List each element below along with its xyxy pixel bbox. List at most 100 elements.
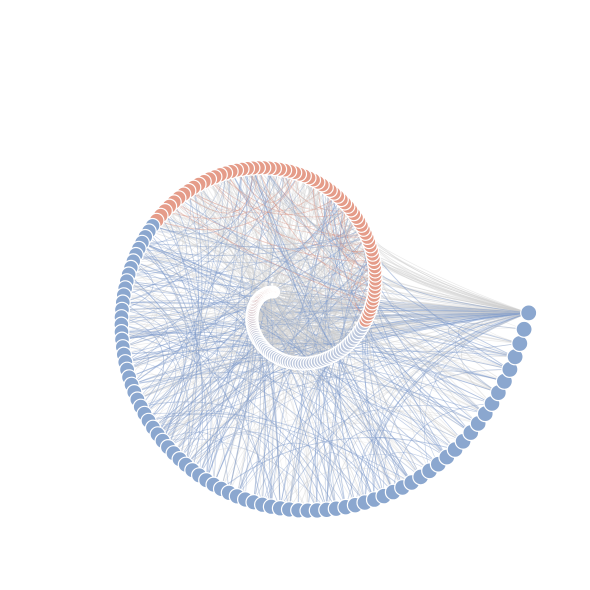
edge — [289, 171, 300, 364]
edge — [263, 167, 529, 314]
edge — [335, 209, 357, 337]
edge — [178, 197, 516, 358]
edge — [128, 274, 281, 509]
edge — [133, 260, 310, 364]
edge — [253, 331, 421, 478]
edge — [268, 167, 342, 210]
edge — [193, 187, 274, 356]
edge — [273, 177, 310, 293]
edge — [125, 179, 314, 289]
edge — [192, 179, 314, 471]
edge — [130, 267, 529, 314]
edge — [345, 217, 376, 272]
edge — [130, 177, 310, 269]
edge — [348, 210, 373, 304]
edge — [323, 196, 339, 510]
edge — [122, 301, 529, 314]
edge — [328, 190, 373, 255]
edge — [454, 312, 529, 394]
edge — [130, 187, 327, 269]
edge — [169, 205, 369, 315]
edge — [179, 187, 203, 460]
edge — [342, 217, 374, 262]
edge — [219, 174, 352, 218]
edge — [133, 260, 263, 505]
edge — [272, 291, 373, 304]
edge — [247, 168, 276, 357]
node-layer — [113, 160, 538, 519]
edge — [284, 170, 394, 493]
edge — [183, 172, 229, 212]
edge — [220, 287, 376, 490]
edge — [225, 172, 324, 361]
edge — [247, 168, 374, 259]
edge — [272, 291, 366, 503]
edge — [254, 303, 356, 506]
edge — [273, 291, 337, 509]
edge — [173, 201, 369, 315]
edge — [133, 187, 204, 262]
edge — [313, 179, 348, 346]
edge — [333, 193, 529, 314]
edge — [121, 306, 254, 311]
edge — [203, 181, 295, 364]
edge — [144, 349, 267, 415]
edge — [273, 168, 345, 349]
edge — [269, 291, 366, 503]
edge — [121, 177, 310, 325]
edge — [279, 213, 355, 509]
edge — [348, 258, 374, 297]
edge — [254, 303, 413, 483]
edge — [266, 279, 376, 351]
edge — [173, 201, 369, 315]
edge — [364, 312, 529, 503]
edge — [437, 312, 529, 424]
edge — [241, 169, 413, 483]
edge — [148, 167, 259, 233]
edge — [255, 175, 305, 336]
edge — [135, 254, 376, 280]
edge — [188, 167, 259, 212]
edge — [220, 338, 355, 490]
edge — [144, 236, 194, 465]
edge — [273, 217, 357, 356]
edge — [315, 209, 352, 511]
edge — [299, 174, 529, 314]
edge — [354, 312, 529, 506]
edge — [122, 302, 190, 465]
edge — [122, 301, 302, 364]
edge — [294, 172, 368, 318]
edge — [339, 203, 394, 493]
edge — [138, 172, 226, 249]
edge — [125, 343, 348, 363]
edge — [152, 225, 368, 250]
edge — [261, 171, 291, 346]
edge — [247, 168, 343, 351]
edge — [121, 339, 308, 511]
edge — [135, 172, 296, 256]
edge — [252, 167, 323, 212]
edge — [125, 337, 355, 363]
edge — [271, 174, 300, 293]
edge — [256, 300, 343, 351]
edge — [123, 168, 275, 296]
edge — [131, 206, 349, 385]
edge — [269, 292, 274, 507]
edge — [164, 210, 198, 465]
edge — [266, 202, 346, 351]
edge — [263, 293, 394, 493]
edge — [288, 213, 355, 510]
edge — [164, 210, 335, 356]
edge — [125, 361, 299, 511]
edge — [193, 187, 313, 363]
edge — [121, 221, 360, 340]
edge — [208, 178, 313, 364]
edge — [193, 187, 345, 349]
edge — [185, 431, 328, 510]
edge — [252, 193, 335, 329]
edge — [270, 174, 300, 293]
edge — [121, 331, 337, 509]
edge — [167, 190, 200, 448]
edge — [373, 369, 510, 500]
